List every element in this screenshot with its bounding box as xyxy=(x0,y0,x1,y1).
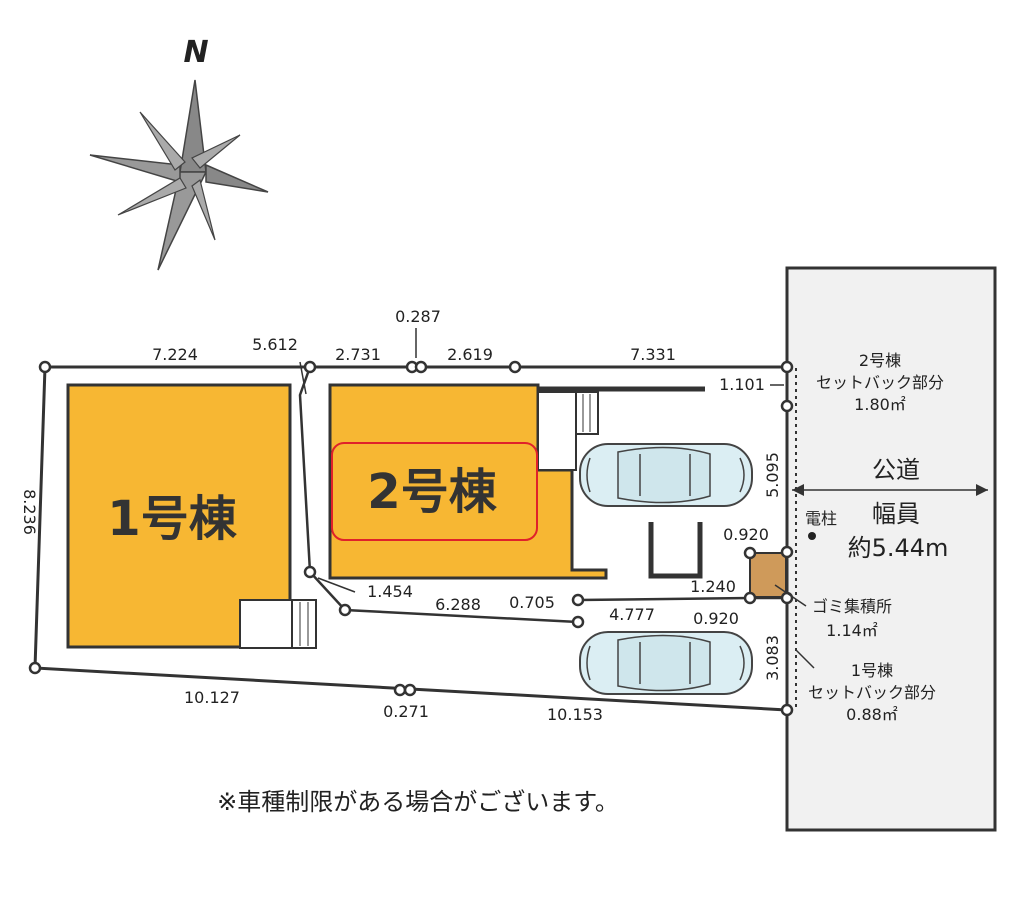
road-width-label: 幅員 xyxy=(872,500,920,528)
utility-pole-label: 電柱 xyxy=(805,509,837,528)
dim-garbage-1240: 1.240 xyxy=(690,577,736,596)
setback-2-title: 2号棟 xyxy=(859,351,901,370)
dim-garbage-0920-top: 0.920 xyxy=(723,525,769,544)
dim-mid-0705: 0.705 xyxy=(509,593,555,612)
building-2-steps xyxy=(576,392,598,434)
compass-north-label: N xyxy=(183,35,208,70)
dim-bottom-10127: 10.127 xyxy=(184,688,240,707)
garbage-area xyxy=(750,553,786,597)
parking-divider-wall xyxy=(651,522,700,576)
compass-rose-icon xyxy=(90,80,268,270)
setback-1-area: 0.88㎡ xyxy=(846,705,898,724)
dim-bottom-10153: 10.153 xyxy=(547,705,603,724)
dim-right-5095: 5.095 xyxy=(763,452,782,498)
dim-mid-1454: 1.454 xyxy=(367,582,413,601)
setback-1-subtitle: セットバック部分 xyxy=(808,683,936,702)
dim-right-3083: 3.083 xyxy=(763,635,782,681)
road-width-value: 約5.44m xyxy=(848,534,949,562)
utility-pole-icon xyxy=(808,532,816,540)
building-2-label: 2号棟 xyxy=(367,464,497,520)
dim-top-2731: 2.731 xyxy=(335,345,381,364)
building-1-steps xyxy=(292,600,316,648)
car-lower-icon xyxy=(580,632,752,694)
dim-mid-6288: 6.288 xyxy=(435,595,481,614)
setback-2-area: 1.80㎡ xyxy=(854,395,906,414)
setback-1-title: 1号棟 xyxy=(851,661,893,680)
dim-bottom-0271: 0.271 xyxy=(383,702,429,721)
building-1-entrance xyxy=(240,600,292,648)
garbage-area-value: 1.14㎡ xyxy=(826,621,878,640)
dim-top-7224: 7.224 xyxy=(152,345,198,364)
building-2-entrance xyxy=(538,392,576,470)
footnote: ※車種制限がある場合がございます。 xyxy=(217,788,619,816)
dim-top-2619: 2.619 xyxy=(447,345,493,364)
road-name: 公道 xyxy=(872,456,920,484)
dim-mid-4777: 4.777 xyxy=(609,605,655,624)
setback-2-subtitle: セットバック部分 xyxy=(816,373,944,392)
garbage-label: ゴミ集積所 xyxy=(812,597,892,616)
dim-top-5612: 5.612 xyxy=(252,335,298,354)
dim-top-7331: 7.331 xyxy=(630,345,676,364)
dim-top-0287: 0.287 xyxy=(395,307,441,326)
dim-garbage-0920-bottom: 0.920 xyxy=(693,609,739,628)
car-upper-icon xyxy=(580,444,752,506)
building-1-label: 1号棟 xyxy=(107,491,237,547)
boundary-mid xyxy=(578,598,750,600)
dim-right-1101: 1.101 xyxy=(719,375,765,394)
dim-left-8236: 8.236 xyxy=(20,489,39,535)
